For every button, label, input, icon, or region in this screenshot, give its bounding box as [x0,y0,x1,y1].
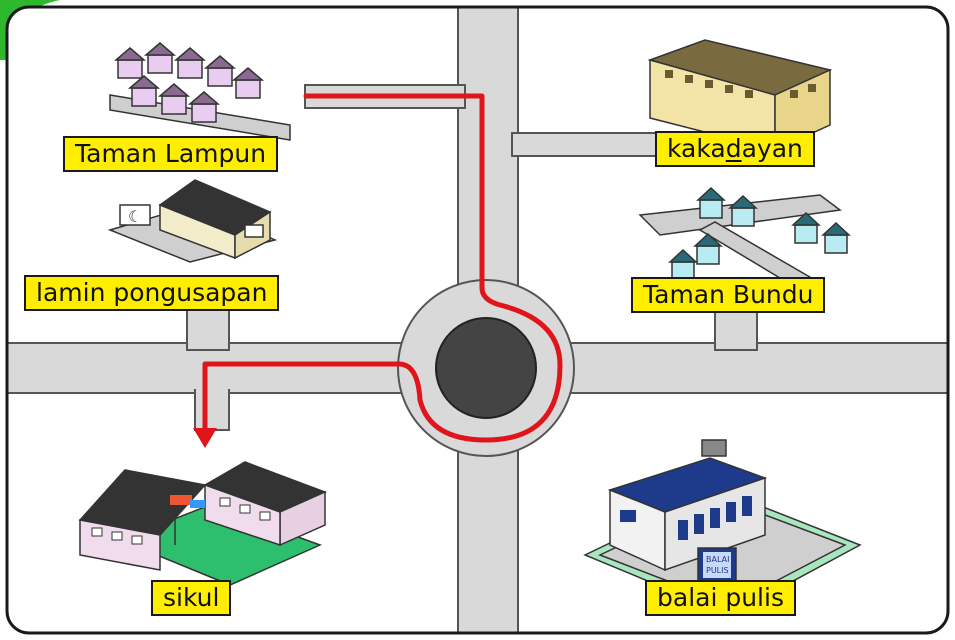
map-border [5,5,950,635]
label-lamin-pongusapan: lamin pongusapan [24,275,280,311]
school-icon [78,461,327,586]
label-kakadayan: kakadayan [655,131,815,167]
roundabout-center [435,317,537,419]
police-station-icon: BALAI PULIS [583,439,862,616]
route-arrowhead [193,428,217,448]
label-kakadayan-part1: kaka [667,134,726,163]
route-arrow-icon [202,93,563,443]
label-kakadayan-underlined: d [725,134,742,163]
houses-icon [109,42,291,141]
label-sikul: sikul [151,580,232,616]
label-kakadayan-part2: ayan [741,134,803,163]
label-balai-pulis: balai pulis [645,580,796,616]
label-taman-bundu: Taman Bundu [631,277,826,313]
police-sign-line2: PULIS [706,566,729,575]
police-sign-line1: BALAI [706,555,729,564]
mosque-icon: ☾ [107,179,278,263]
svg-text:☾: ☾ [128,207,142,226]
label-taman-lampun: Taman Lampun [63,136,279,172]
houses-icon [638,186,851,291]
